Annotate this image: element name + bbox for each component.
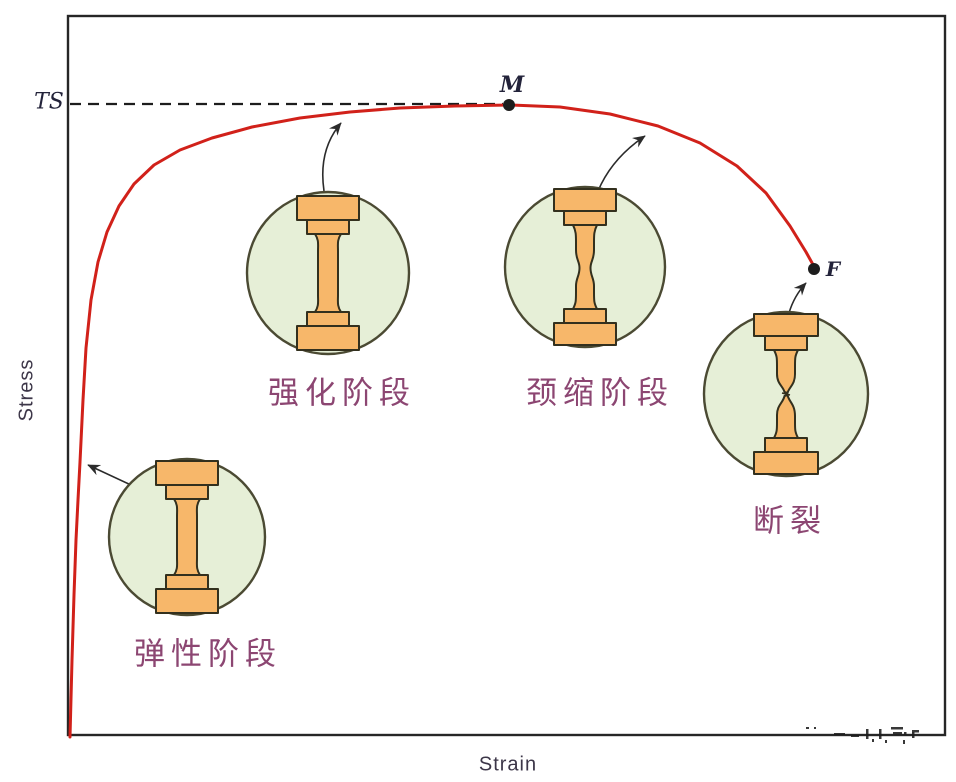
ts-label: TS — [34, 89, 64, 115]
watermark-fragments-icon — [806, 727, 919, 744]
specimen-grip — [753, 451, 819, 475]
specimen-shoulder — [764, 335, 808, 351]
point-m-label: M — [499, 72, 525, 98]
fracture-arrow — [788, 282, 807, 314]
stage-label-fracture: 断裂 — [753, 503, 827, 540]
fracture-contact-line — [781, 392, 791, 396]
elastic-arrow — [87, 464, 132, 486]
specimen-shoulder — [165, 574, 209, 590]
specimen-grip — [553, 322, 617, 346]
specimen-circle-elastic — [107, 457, 267, 617]
stage-label-necking: 颈缩阶段 — [526, 375, 674, 412]
stage-label-elastic: 弹性阶段 — [134, 636, 282, 673]
specimen-grip — [753, 313, 819, 337]
specimen-gauge — [314, 233, 342, 313]
specimen-circle-fracture — [702, 310, 870, 478]
point-m-dot — [503, 99, 515, 111]
necking-arrow — [597, 135, 646, 192]
point-f-label: F — [825, 257, 841, 281]
specimen-shoulder — [306, 311, 350, 327]
stress-strain-curve — [68, 103, 818, 739]
specimen-grip — [296, 195, 360, 221]
specimen-grip — [155, 588, 219, 614]
specimen-shoulder — [764, 437, 808, 453]
point-f-dot — [808, 263, 820, 275]
specimen-shoulder — [563, 210, 607, 226]
stage-label-strengthening: 强化阶段 — [268, 375, 416, 412]
specimen-circle-strengthening — [245, 190, 411, 356]
y-axis-label: Stress — [15, 358, 38, 422]
specimen-shoulder — [563, 308, 607, 324]
specimen-grip — [296, 325, 360, 351]
specimen-shoulder — [165, 484, 209, 500]
specimen-shoulder — [306, 219, 350, 235]
x-axis-label: Strain — [478, 753, 538, 776]
plot-border — [66, 14, 947, 737]
specimen-gauge — [173, 498, 201, 576]
specimen-grip — [155, 460, 219, 486]
specimen-broken-top — [773, 349, 799, 394]
strengthening-arrow — [321, 122, 342, 192]
specimen-circle-necking — [503, 185, 667, 349]
specimen-grip — [553, 188, 617, 212]
